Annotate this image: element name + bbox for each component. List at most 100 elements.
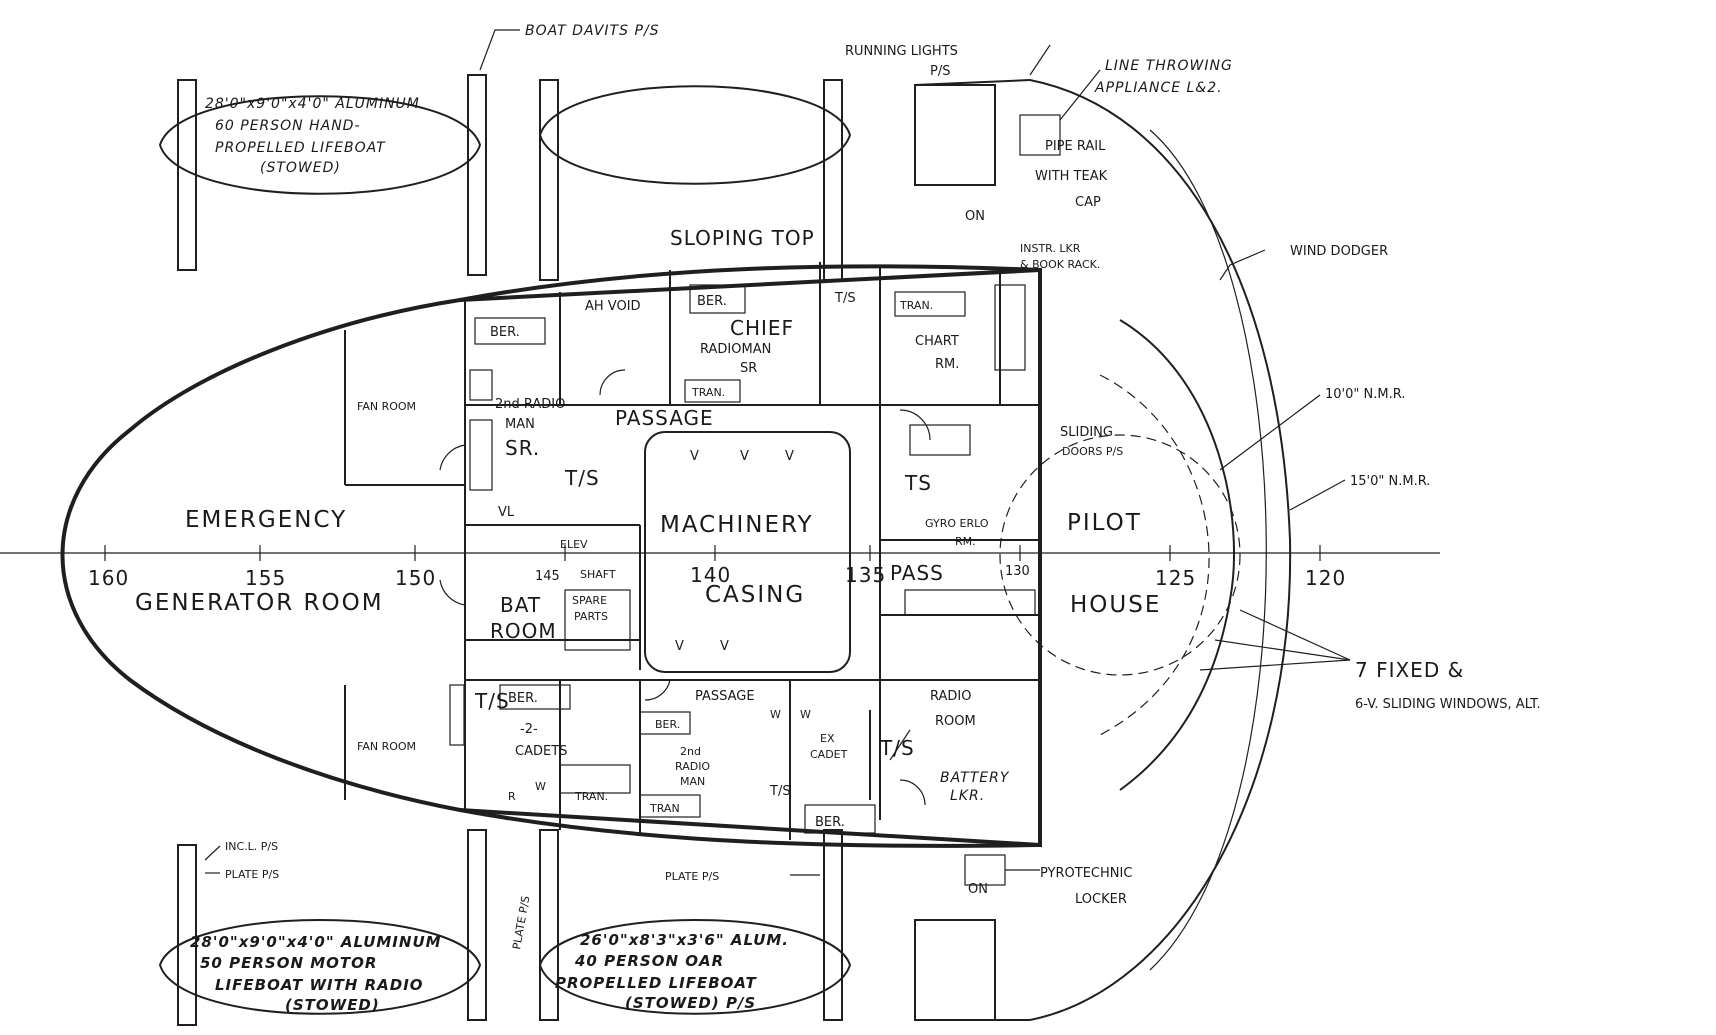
lifeboat-bl-line-1: 28'0"x9'0"x4'0" ALUMINUM — [190, 933, 442, 951]
frame-145: 145 — [535, 569, 560, 584]
room-r-1: R — [508, 790, 516, 803]
room-radio-2nd-1: 2nd — [680, 745, 701, 758]
pyrotechnic-label: PYROTECHNIC — [1040, 866, 1132, 881]
incl-ps-label: INC.L. P/S — [225, 840, 278, 853]
line-throwing-box — [1019, 114, 1061, 156]
room-cadets: CADETS — [515, 744, 567, 759]
plate-ps-label-3: PLATE P/S — [510, 895, 532, 951]
room-chart-rm: RM. — [935, 357, 959, 372]
room-fan-bottom: FAN ROOM — [357, 740, 416, 753]
battery-label-2: LKR. — [950, 788, 985, 804]
room-elev: ELEV — [560, 538, 588, 551]
line-throwing-label-2: APPLIANCE L&2. — [1094, 80, 1223, 96]
on-label-2: ON — [968, 882, 988, 897]
room-pilot: PILOT — [1067, 510, 1142, 536]
wind-dodger-label: WIND DODGER — [1290, 244, 1388, 259]
room-ts-top: T/S — [834, 291, 856, 306]
room-emergency: EMERGENCY — [185, 507, 347, 533]
room-cadets-num: -2- — [520, 722, 538, 737]
room-radio-2nd-3: MAN — [680, 775, 705, 788]
lifeboat-bc-line-3: PROPELLED LIFEBOAT — [555, 974, 758, 992]
lifeboat-tl-line-4: (STOWED) — [260, 160, 341, 176]
frame-135: 135 — [845, 563, 886, 587]
room-vl: VL — [498, 505, 515, 520]
sloping-top-label: SLOPING TOP — [670, 226, 815, 250]
lifeboat-tl-line-3: PROPELLED LIFEBOAT — [215, 140, 386, 156]
deckhouse-top-edge — [459, 264, 1041, 302]
room-pass: PASS — [890, 561, 944, 585]
nmr-15-label: 15'0" N.M.R. — [1350, 474, 1430, 489]
door-swings — [439, 369, 931, 806]
sliding-windows-label: 6-V. SLIDING WINDOWS, ALT. — [1355, 697, 1541, 712]
room-casing: CASING — [705, 582, 805, 608]
room-radio-man-2: MAN — [505, 417, 535, 432]
nmr-circle-10 — [999, 434, 1241, 676]
plate-ps-label-2: PLATE P/S — [665, 870, 719, 883]
nmr-arc-15 — [1099, 374, 1210, 736]
room-chart: CHART — [915, 334, 959, 349]
room-ts-bottom-2: T/S — [769, 784, 791, 799]
book-rack-label: & BOOK RACK. — [1020, 258, 1100, 271]
running-lights-ps-label: P/S — [930, 64, 950, 79]
wind-dodger-arc — [1029, 79, 1292, 1021]
davit-bc-1 — [539, 829, 559, 1021]
seven-fixed-label: 7 FIXED & — [1355, 658, 1464, 682]
lifeboat-bl-line-3: LIFEBOAT WITH RADIO — [215, 976, 424, 994]
room-ts-left: T/S — [564, 466, 600, 490]
deckhouse-outline — [60, 267, 1042, 848]
room-machinery: MACHINERY — [660, 512, 814, 538]
deckhouse-bottom-edge — [459, 808, 1041, 848]
fixtures — [449, 284, 1036, 834]
room-sliding: SLIDING — [1060, 425, 1113, 440]
room-ts-bottom-3: T/S — [879, 736, 915, 760]
frame-130: 130 — [1005, 564, 1030, 579]
nmr-10-label: 10'0" N.M.R. — [1325, 387, 1405, 402]
room-ber-2nd: BER. — [655, 718, 680, 731]
pilot-house-front — [1119, 319, 1235, 791]
davit-tc-2 — [823, 79, 843, 281]
room-ts-mid: TS — [904, 471, 932, 495]
lifeboat-top-left — [158, 95, 482, 195]
davit-tl-2 — [467, 74, 487, 276]
room-house: HOUSE — [1070, 592, 1161, 618]
room-chief-sr: SR — [740, 361, 757, 376]
room-radio-2nd-2: RADIO — [675, 760, 710, 773]
room-fan-top: FAN ROOM — [357, 400, 416, 413]
room-radio-man-1: 2nd RADIO — [495, 397, 565, 412]
battery-label-1: BATTERY — [940, 770, 1010, 786]
interior-walls — [344, 262, 1041, 845]
room-radio-1: RADIO — [930, 689, 971, 704]
lifeboat-bl-line-4: (STOWED) — [285, 996, 380, 1014]
room-chief: CHIEF — [730, 316, 794, 340]
frame-140: 140 — [690, 563, 731, 587]
room-v-4: V — [675, 639, 684, 654]
room-bat-room: ROOM — [490, 619, 557, 643]
cap-label: CAP — [1075, 195, 1101, 210]
room-spare-1: SPARE — [572, 594, 607, 607]
running-light-box-bottom — [914, 919, 996, 1021]
room-passage-bottom: PASSAGE — [695, 689, 755, 704]
room-tran-2nd: TRAN — [649, 802, 680, 815]
room-shaft: SHAFT — [580, 568, 616, 581]
frame-155: 155 — [245, 566, 286, 590]
room-generator: GENERATOR ROOM — [135, 590, 384, 616]
room-radio-2: ROOM — [935, 714, 976, 729]
davit-bc-2 — [823, 829, 843, 1021]
instr-lkr-label: INSTR. LKR — [1020, 242, 1081, 255]
room-ber-bottom-right: BER. — [815, 815, 845, 830]
room-ah-void: AH VOID — [585, 299, 641, 314]
davit-tc-1 — [539, 79, 559, 281]
lifeboat-bc-line-2: 40 PERSON OAR — [574, 952, 724, 970]
lifeboat-bc-line-4: (STOWED) P/S — [625, 994, 756, 1012]
room-v-5: V — [720, 639, 729, 654]
lifeboat-top-center — [538, 85, 852, 185]
frame-125: 125 — [1155, 566, 1196, 590]
lifeboat-bottom-center — [538, 919, 852, 1015]
running-light-box-top — [914, 84, 996, 186]
frame-ticks — [104, 545, 1321, 561]
room-v-3: V — [785, 449, 794, 464]
lifeboat-bl-line-2: 50 PERSON MOTOR — [200, 954, 377, 972]
with-teak-label: WITH TEAK — [1035, 169, 1108, 184]
davit-bl-1 — [177, 844, 197, 1026]
